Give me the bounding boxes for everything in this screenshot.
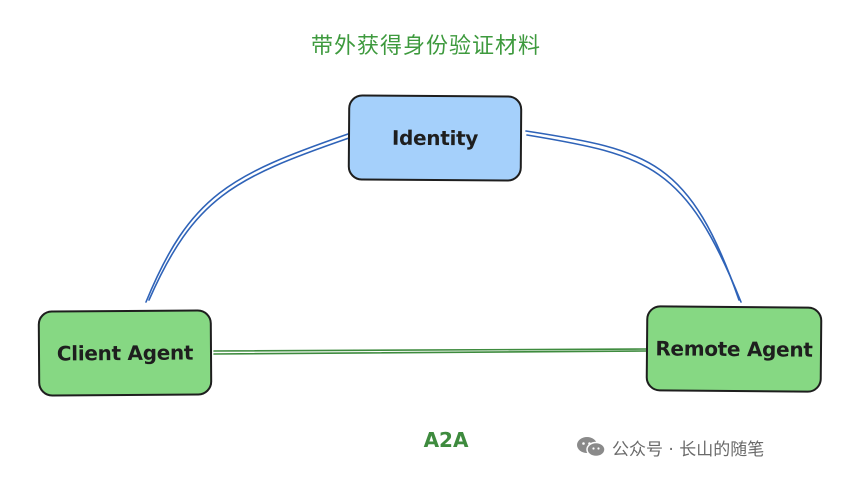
wechat-icon — [577, 437, 606, 458]
identity-node: Identity — [347, 94, 523, 182]
edge-client-identity — [145, 133, 350, 303]
a2a-edge-label: A2A — [423, 428, 469, 452]
edge-client-remote — [213, 348, 647, 355]
remote-agent-node: Remote Agent — [645, 305, 823, 393]
client-agent-node-label: Client Agent — [56, 340, 194, 366]
remote-agent-node-label: Remote Agent — [655, 336, 813, 362]
edge-identity-remote — [525, 130, 742, 303]
identity-node-label: Identity — [391, 125, 479, 151]
watermark: 公众号 · 长山的随笔 — [576, 434, 764, 460]
client-agent-node: Client Agent — [37, 309, 213, 397]
diagram-title: 带外获得身份验证材料 — [310, 34, 541, 59]
watermark-text: 公众号 · 长山的随笔 — [612, 439, 765, 460]
